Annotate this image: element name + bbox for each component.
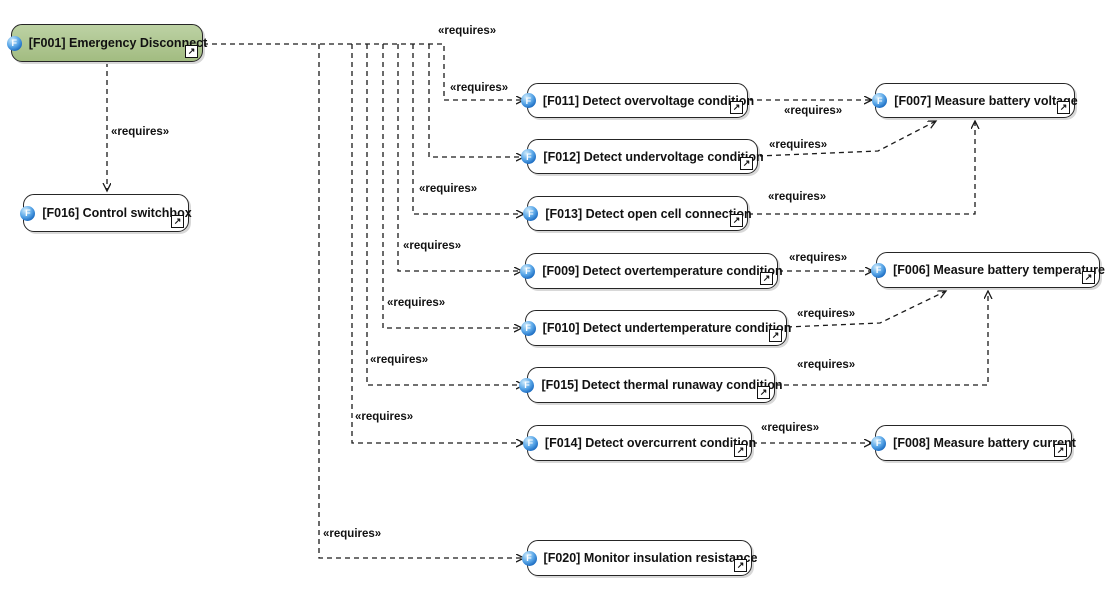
external-link-icon[interactable]: ↗: [1057, 101, 1070, 114]
edge-F001-F012[interactable]: [428, 44, 524, 157]
node-f020-monitor-insulation[interactable]: F [F020] Monitor insulation resistance ↗: [521, 540, 757, 576]
node-f009-detect-overtemperature[interactable]: F [F009] Detect overtemperature conditio…: [520, 253, 783, 289]
edge-F013-F007[interactable]: [748, 121, 975, 215]
external-link-icon[interactable]: ↗: [171, 215, 184, 228]
edge-label-requires: «requires»: [354, 411, 415, 423]
edge-label-requires: «requires»: [369, 354, 430, 366]
node-label: [F015] Detect thermal runaway condition: [541, 378, 783, 392]
node-label: [F001] Emergency Disconnect: [28, 36, 208, 50]
external-link-icon[interactable]: ↗: [1054, 444, 1067, 457]
external-link-icon[interactable]: ↗: [185, 45, 198, 58]
edge-label-requires: «requires»: [437, 25, 498, 37]
edge-F010-F006[interactable]: [786, 291, 946, 328]
function-icon: F: [522, 435, 538, 451]
edge-F001-F013[interactable]: [412, 44, 524, 214]
node-f016-control-switchbox[interactable]: F [F016] Control switchbox ↗: [20, 194, 192, 232]
node-f013-detect-open-cell[interactable]: F [F013] Detect open cell connection ↗: [523, 196, 752, 231]
function-icon: F: [520, 93, 536, 108]
external-link-icon[interactable]: ↗: [730, 214, 743, 227]
edge-F001-F014[interactable]: [351, 44, 524, 443]
node-label: [F012] Detect undervoltage condition: [543, 149, 764, 164]
node-f001-emergency-disconnect[interactable]: F [F001] Emergency Disconnect ↗: [6, 24, 207, 62]
node-f008-measure-current[interactable]: F [F008] Measure battery current ↗: [871, 425, 1076, 461]
edge-F012-F007[interactable]: [757, 121, 936, 157]
node-label: [F009] Detect overtemperature condition: [542, 264, 783, 278]
external-link-icon[interactable]: ↗: [730, 101, 743, 114]
edge-label-requires: «requires»: [110, 126, 171, 138]
edge-label-requires: «requires»: [768, 139, 829, 151]
node-label: [F011] Detect overvoltage condition: [542, 93, 755, 108]
node-f011-detect-overvoltage[interactable]: F [F011] Detect overvoltage condition ↗: [520, 83, 754, 118]
edge-label-requires: «requires»: [322, 528, 383, 540]
node-f012-detect-undervoltage[interactable]: F [F012] Detect undervoltage condition ↗: [521, 139, 764, 174]
edge-label-requires: «requires»: [449, 82, 510, 94]
node-label: [F007] Measure battery voltage: [894, 93, 1078, 108]
edge-label-requires: «requires»: [796, 359, 857, 371]
node-f007-measure-voltage[interactable]: F [F007] Measure battery voltage ↗: [872, 83, 1078, 118]
node-label: [F014] Detect overcurrent condition: [544, 436, 757, 450]
edge-label-requires: «requires»: [767, 191, 828, 203]
external-link-icon[interactable]: ↗: [734, 559, 747, 572]
edge-F001-F015[interactable]: [366, 44, 524, 385]
function-icon: F: [519, 377, 535, 393]
edge-label-requires: «requires»: [760, 422, 821, 434]
function-icon: F: [520, 263, 536, 279]
function-icon: F: [6, 35, 22, 51]
edge-label-requires: «requires»: [796, 308, 857, 320]
function-icon: F: [871, 262, 887, 278]
external-link-icon[interactable]: ↗: [769, 329, 782, 342]
node-label: [F006] Measure battery temperature: [893, 263, 1105, 277]
function-icon: F: [871, 435, 887, 451]
edge-F001-F009[interactable]: [397, 44, 522, 271]
function-icon: F: [520, 320, 536, 336]
function-icon: F: [20, 205, 36, 221]
function-icon: F: [521, 550, 537, 566]
external-link-icon[interactable]: ↗: [740, 157, 753, 170]
edge-label-requires: «requires»: [418, 183, 479, 195]
function-icon: F: [523, 206, 539, 221]
edge-label-requires: «requires»: [783, 105, 844, 117]
node-f006-measure-temperature[interactable]: F [F006] Measure battery temperature ↗: [871, 252, 1105, 288]
node-f014-detect-overcurrent[interactable]: F [F014] Detect overcurrent condition ↗: [522, 425, 756, 461]
function-icon: F: [872, 93, 888, 108]
edge-label-requires: «requires»: [402, 240, 463, 252]
node-label: [F020] Monitor insulation resistance: [543, 551, 758, 565]
node-label: [F008] Measure battery current: [893, 436, 1076, 450]
edge-F001-F010[interactable]: [382, 44, 522, 328]
external-link-icon[interactable]: ↗: [760, 272, 773, 285]
function-icon: F: [521, 149, 537, 164]
edge-F001-F011[interactable]: [203, 43, 524, 100]
external-link-icon[interactable]: ↗: [1082, 271, 1095, 284]
edge-label-requires: «requires»: [788, 252, 849, 264]
node-label: [F010] Detect undertemperature condition: [542, 321, 792, 335]
node-label: [F013] Detect open cell connection: [545, 206, 752, 221]
external-link-icon[interactable]: ↗: [734, 444, 747, 457]
edge-label-requires: «requires»: [386, 297, 447, 309]
node-label: [F016] Control switchbox: [42, 206, 192, 220]
edge-F001-F020[interactable]: [318, 44, 524, 558]
node-f015-detect-thermal-runaway[interactable]: F [F015] Detect thermal runaway conditio…: [519, 367, 783, 403]
external-link-icon[interactable]: ↗: [757, 386, 770, 399]
node-f010-detect-undertemperature[interactable]: F [F010] Detect undertemperature conditi…: [520, 310, 791, 346]
